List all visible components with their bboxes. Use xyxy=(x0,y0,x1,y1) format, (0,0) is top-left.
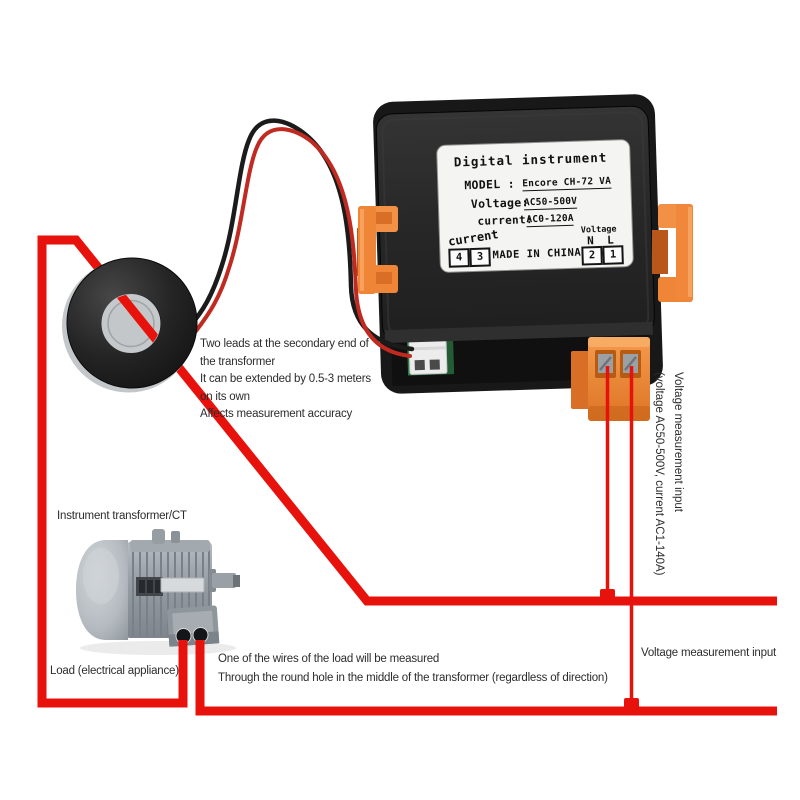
terminal-bump xyxy=(139,580,145,593)
clip-highlight xyxy=(688,207,692,297)
terminal-1: 1 xyxy=(602,245,624,265)
voltage-terminal-block xyxy=(571,337,650,421)
motor-junction-box xyxy=(167,605,220,647)
terminal-4: 4 xyxy=(448,248,470,268)
clip-highlight xyxy=(360,209,364,291)
motor-lifting-lug xyxy=(152,529,165,544)
toroid-inner-chrome-ring xyxy=(101,294,161,353)
ct-secondary-wire-black xyxy=(187,118,415,352)
terminal-2: 2 xyxy=(581,245,603,266)
connector-pin-slot xyxy=(414,359,425,371)
terminal-top-lip xyxy=(588,337,650,347)
ct-note-line: on its own xyxy=(200,390,250,403)
voltage-sense-wires xyxy=(605,366,634,709)
ct-note-line: Affects measurement accuracy xyxy=(200,408,353,420)
voltage-input-vertical-line2: (voltage AC50-500V, current AC1-140A) xyxy=(653,372,665,576)
wiring-lines xyxy=(37,235,777,716)
clip-notch xyxy=(374,272,392,284)
motor-shaft xyxy=(212,573,236,588)
toroid-body xyxy=(67,258,197,388)
panel-bottom-edge xyxy=(384,321,653,344)
junction-dot xyxy=(600,589,615,601)
ct-note-line: Two leads at the secondary end of xyxy=(200,338,369,350)
ct-secondary-wire-red xyxy=(194,127,412,358)
model-key: MODEL : xyxy=(464,176,516,193)
terminal-flange xyxy=(571,351,591,409)
clip-notch xyxy=(374,212,392,224)
terminal-bottom-shade xyxy=(588,406,650,421)
screw-slot xyxy=(624,356,637,371)
pcb-connector xyxy=(408,339,448,375)
load-label: Load (electrical appliance) xyxy=(50,665,179,677)
device-label: Digital instrument MODEL : Encore CH-72 … xyxy=(436,138,634,274)
ct-note: Two leads at the secondary end of the tr… xyxy=(200,336,371,424)
terminal-bump xyxy=(155,580,161,593)
load-circuit-line xyxy=(195,640,777,716)
ct-note-line: the transformer xyxy=(200,355,275,368)
motor-load xyxy=(76,529,240,655)
load-note-line: One of the wires of the load will be mea… xyxy=(218,653,440,665)
connector-seam xyxy=(409,346,447,351)
made-in-label: MADE IN CHINA xyxy=(492,246,582,262)
junction-dot xyxy=(624,698,639,710)
main-circuit-line xyxy=(37,235,777,708)
load-note-line: Through the round hole in the middle of … xyxy=(218,672,608,684)
motor-top-band xyxy=(130,540,210,552)
connector-pin-slot xyxy=(429,359,440,370)
voltage-key: Voltage: xyxy=(470,195,529,212)
panel-clip-right xyxy=(652,204,693,302)
voltage-input-vertical-label: Voltage measurement input (voltage AC50-… xyxy=(649,372,687,604)
current-transformer-toroid xyxy=(62,240,367,393)
motor-endcap-highlight xyxy=(83,548,119,604)
voltage-input-vertical-line1: Voltage measurement input xyxy=(672,372,684,513)
wire-through-hole xyxy=(102,294,160,353)
motor-nameplate xyxy=(160,577,205,593)
voltage-value: AC50-500V xyxy=(523,195,578,211)
ct-label: Instrument transformer/CT xyxy=(57,510,187,522)
panel-clip-left xyxy=(357,206,398,294)
ct-note-line: It can be extended by 0.5-3 meters xyxy=(200,373,371,385)
terminal-3: 3 xyxy=(469,247,491,268)
inner-ring-shadow xyxy=(107,299,155,348)
current-terminals-label: current xyxy=(447,227,500,249)
model-value: Encore CH-72 VA xyxy=(522,175,612,192)
motor-shaft-tip xyxy=(233,575,240,587)
device-title: Digital instrument xyxy=(453,149,608,170)
current-value: AC0-120A xyxy=(526,212,575,228)
motor-top-stub xyxy=(171,531,180,543)
voltage-input-label: Voltage measurement input xyxy=(641,647,777,659)
current-key: current: xyxy=(477,213,534,228)
terminal-bump xyxy=(147,580,153,593)
clip-back xyxy=(652,230,668,274)
load-note: One of the wires of the load will be mea… xyxy=(218,650,608,688)
screw-slot xyxy=(599,356,612,371)
